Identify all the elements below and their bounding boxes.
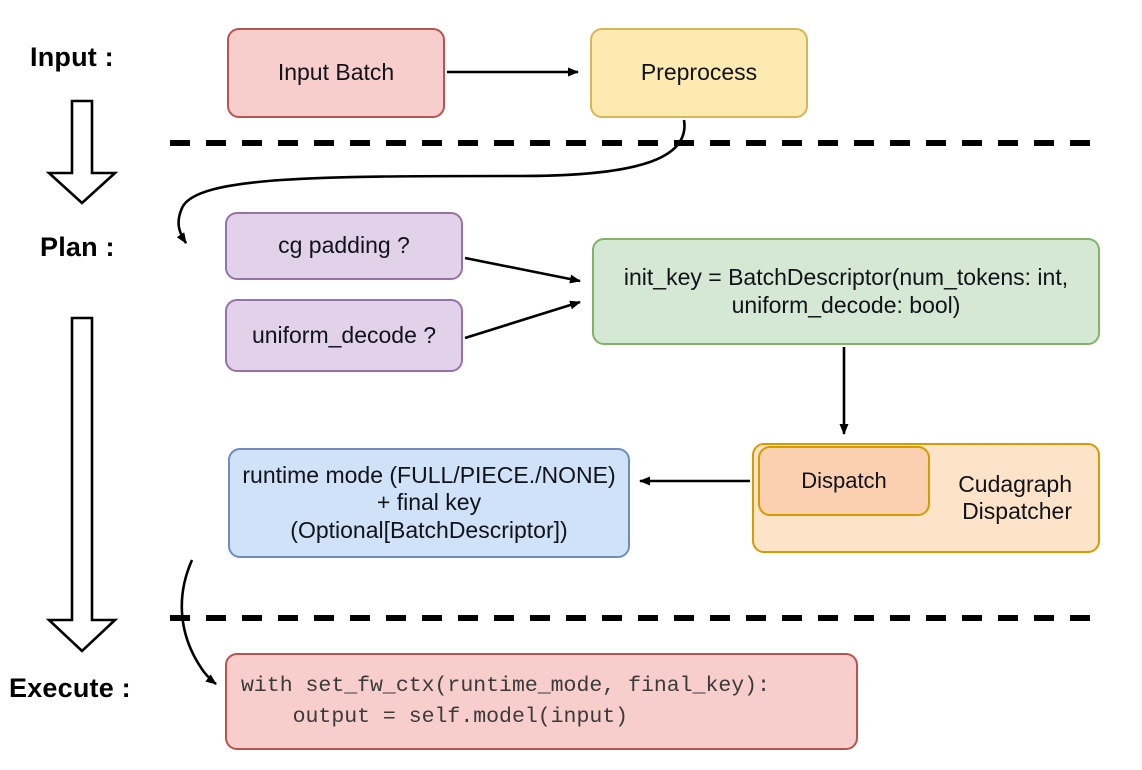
edge-uniform-decode-to-init-key: [464, 300, 581, 340]
node-cudagraph-dispatcher-line2: Dispatcher: [962, 498, 1072, 524]
node-runtime-mode-line2: + final key (Optional[BatchDescriptor]): [290, 489, 568, 543]
plan-to-execute-arrow: [45, 316, 119, 653]
node-runtime-mode[interactable]: runtime mode (FULL/PIECE./NONE) + final …: [228, 448, 630, 558]
node-input-batch-label: Input Batch: [277, 59, 395, 86]
node-cudagraph-dispatcher-line1: Cudagraph: [958, 470, 1072, 497]
node-input-batch[interactable]: Input Batch: [227, 28, 445, 118]
stage-label-input: Input :: [30, 42, 114, 72]
node-init-key-line2: uniform_decode: bool): [731, 291, 961, 318]
node-cg-padding-label: cg padding ?: [278, 232, 410, 259]
node-dispatch[interactable]: Dispatch: [758, 446, 930, 516]
edge-runtime-mode-to-execute-code: [180, 559, 217, 686]
input-to-plan-arrow: [45, 99, 119, 205]
node-runtime-mode-line1: runtime mode (FULL/PIECE./NONE): [242, 462, 616, 489]
node-dispatch-label: Dispatch: [801, 468, 887, 494]
edge-cg-padding-to-init-key: [464, 256, 581, 284]
edge-preprocess-to-cg-padding: [176, 119, 686, 244]
node-execute-code[interactable]: with set_fw_ctx(runtime_mode, final_key)…: [225, 653, 858, 750]
stage-label-plan: Plan :: [40, 232, 115, 262]
node-uniform-decode[interactable]: uniform_decode ?: [225, 299, 463, 372]
node-init-key-line1: init_key = BatchDescriptor(num_tokens: i…: [623, 264, 1069, 291]
node-uniform-decode-label: uniform_decode ?: [251, 321, 437, 348]
node-preprocess[interactable]: Preprocess: [590, 28, 808, 118]
node-cg-padding[interactable]: cg padding ?: [225, 212, 463, 280]
stage-label-execute: Execute :: [9, 673, 131, 703]
node-init-key[interactable]: init_key = BatchDescriptor(num_tokens: i…: [592, 238, 1100, 345]
node-preprocess-label: Preprocess: [640, 59, 758, 86]
execute-code-line2: output = self.model(input): [241, 704, 629, 729]
execute-code-line1: with set_fw_ctx(runtime_mode, final_key)…: [241, 673, 770, 698]
